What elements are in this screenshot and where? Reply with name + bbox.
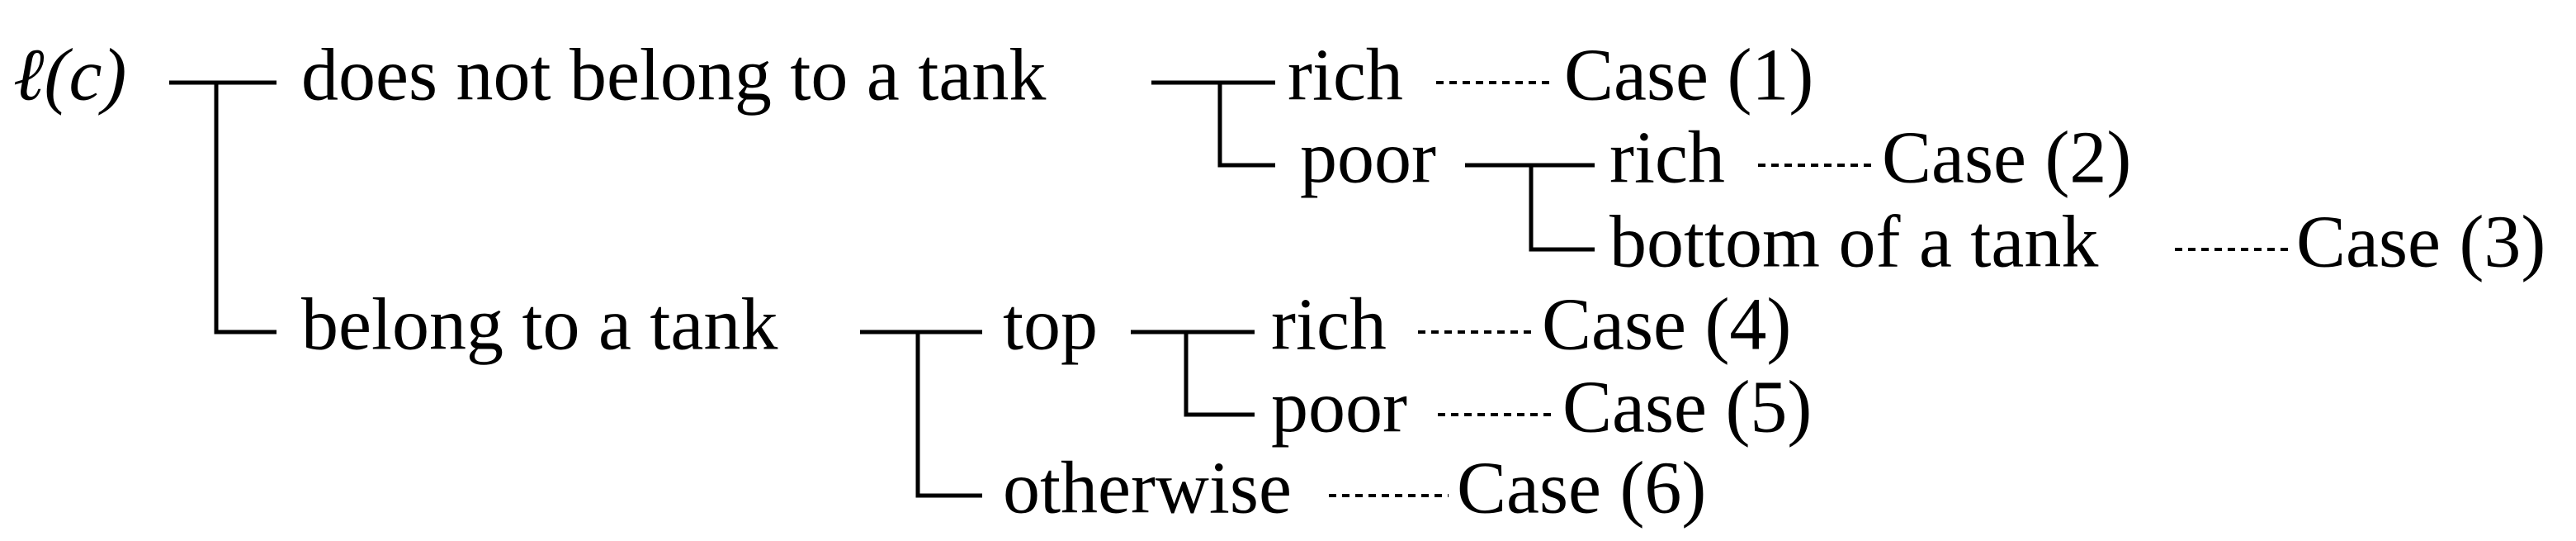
node-b-top-rich: rich: [1271, 284, 1387, 366]
node-b-top: top: [1003, 284, 1098, 366]
node-b-top-poor: poor: [1271, 367, 1407, 448]
node-a-poor-rich: rich: [1609, 117, 1725, 199]
node-does-not-belong-to-tank: does not belong to a tank: [301, 35, 1046, 116]
case-6-label: Case (6): [1457, 448, 1706, 529]
node-a-rich: rich: [1288, 35, 1403, 116]
case-4-label: Case (4): [1542, 284, 1791, 366]
case-5-label: Case (5): [1562, 367, 1812, 448]
case-3-label: Case (3): [2296, 202, 2545, 283]
node-b-otherwise: otherwise: [1003, 448, 1292, 529]
edge-a-to-poor: [1217, 83, 1275, 168]
case-2-label: Case (2): [1882, 117, 2131, 199]
node-bottom-of-a-tank: bottom of a tank: [1609, 202, 2098, 283]
edge-b-to-otherwise: [915, 332, 982, 498]
node-a-poor: poor: [1300, 117, 1436, 199]
case-1-label: Case (1): [1564, 35, 1813, 116]
edge-root-to-branch-b: [214, 83, 277, 335]
root-node-label: ℓ(c): [13, 35, 126, 116]
edge-top-to-poor: [1184, 332, 1255, 417]
tree-labels: ℓ(c) does not belong to a tank rich Case…: [13, 35, 2545, 529]
node-belong-to-tank: belong to a tank: [301, 284, 778, 366]
edge-poor-to-bottom: [1529, 165, 1595, 252]
tree-connectors: [169, 80, 2290, 498]
